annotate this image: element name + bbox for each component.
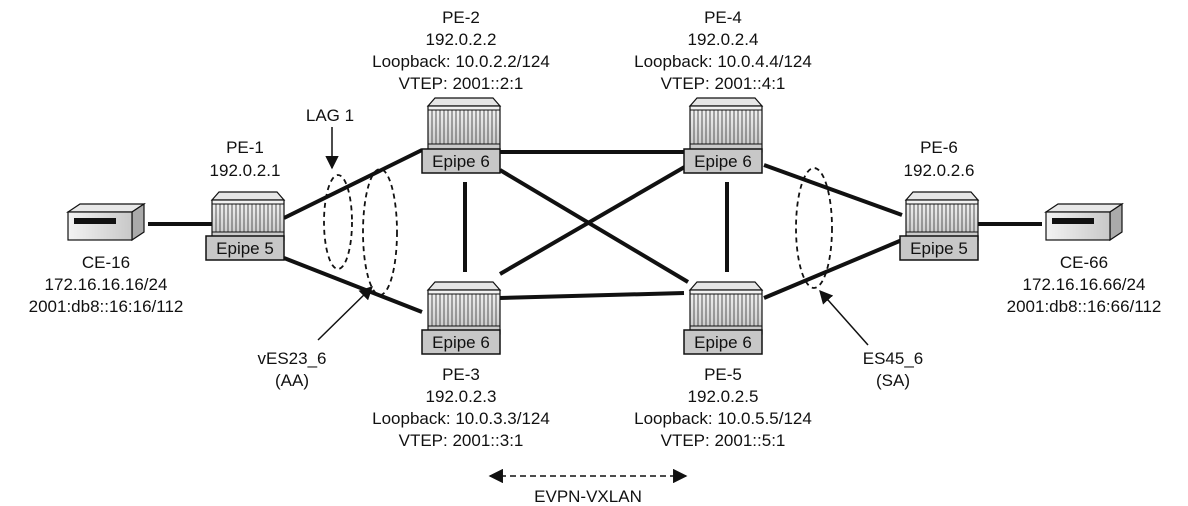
pe1-router-icon [210, 191, 286, 241]
ves-arrow [317, 286, 373, 341]
link-pe5-pe6 [763, 238, 903, 300]
pe5-vtep: VTEP: 2001::5:1 [661, 431, 786, 450]
pe6-router-icon [904, 191, 980, 241]
ce16-device [66, 202, 146, 242]
ce66-device [1044, 202, 1124, 242]
pe3-vtep: VTEP: 2001::3:1 [399, 431, 524, 450]
pe1-name: PE-1 [226, 138, 264, 157]
service-boxes: Epipe 5 Epipe 6 Epipe 6 Epipe 6 Epipe 6 … [205, 148, 979, 355]
pe5-router-icon [688, 281, 764, 335]
pe6-ip: 192.0.2.6 [904, 161, 975, 180]
pe6-service-label: Epipe 5 [910, 239, 968, 258]
pe5-ip: 192.0.2.5 [688, 387, 759, 406]
pe5-name: PE-5 [704, 365, 742, 384]
pe3-ip: 192.0.2.3 [426, 387, 497, 406]
es45-ellipse [795, 167, 833, 289]
links [148, 148, 1042, 314]
ethernet-segments [323, 167, 833, 296]
router-icons [210, 97, 980, 335]
pe4-loopback: Loopback: 10.0.4.4/124 [634, 52, 812, 71]
link-pe3-pe4 [498, 163, 690, 276]
pe2-router-icon [426, 97, 502, 153]
pe3-service-label: Epipe 6 [432, 333, 490, 352]
pe4-vtep: VTEP: 2001::4:1 [661, 74, 786, 93]
es-mode: (SA) [876, 371, 910, 390]
ves-mode: (AA) [275, 371, 309, 390]
annotation-arrows [317, 127, 869, 484]
pe5-loopback: Loopback: 10.0.5.5/124 [634, 409, 812, 428]
legend-label: EVPN-VXLAN [534, 487, 642, 506]
pe5-service-label: Epipe 6 [694, 333, 752, 352]
ce66-ipv4: 172.16.16.66/24 [1023, 275, 1146, 294]
pe4-service-label: Epipe 6 [694, 152, 752, 171]
pe3-router-icon [426, 281, 502, 335]
pe6-name: PE-6 [920, 138, 958, 157]
es-name: ES45_6 [863, 349, 924, 368]
lag-label: LAG 1 [306, 106, 354, 125]
link-pe2-pe5 [498, 168, 690, 284]
pe1-ip: 192.0.2.1 [210, 161, 281, 180]
pe2-service-label: Epipe 6 [432, 152, 490, 171]
ves-name: vES23_6 [258, 349, 327, 368]
labels: PE-2 192.0.2.2 Loopback: 10.0.2.2/124 VT… [29, 8, 1162, 506]
pe3-loopback: Loopback: 10.0.3.3/124 [372, 409, 550, 428]
pe4-ip: 192.0.2.4 [688, 30, 759, 49]
ce66-name: CE-66 [1060, 253, 1108, 272]
ce16-name: CE-16 [82, 253, 130, 272]
pe2-vtep: VTEP: 2001::2:1 [399, 74, 524, 93]
ves23-ellipse [362, 168, 398, 296]
link-pe4-pe6 [763, 163, 903, 217]
ce16-ipv4: 172.16.16.16/24 [45, 275, 168, 294]
link-pe3-pe5 [499, 291, 685, 300]
link-pe1-pe2 [283, 148, 423, 220]
pe4-router-icon [688, 97, 764, 153]
pe4-name: PE-4 [704, 8, 742, 27]
pe1-service-label: Epipe 5 [216, 239, 274, 258]
pe2-ip: 192.0.2.2 [426, 30, 497, 49]
pe3-name: PE-3 [442, 365, 480, 384]
ce66-ipv6: 2001:db8::16:66/112 [1007, 297, 1162, 316]
ce16-ipv6: 2001:db8::16:16/112 [29, 297, 184, 316]
pe2-loopback: Loopback: 10.0.2.2/124 [372, 52, 550, 71]
pe2-name: PE-2 [442, 8, 480, 27]
es-arrow [819, 289, 869, 346]
lag1-ellipse [323, 174, 353, 270]
link-pe1-pe3 [283, 256, 423, 314]
